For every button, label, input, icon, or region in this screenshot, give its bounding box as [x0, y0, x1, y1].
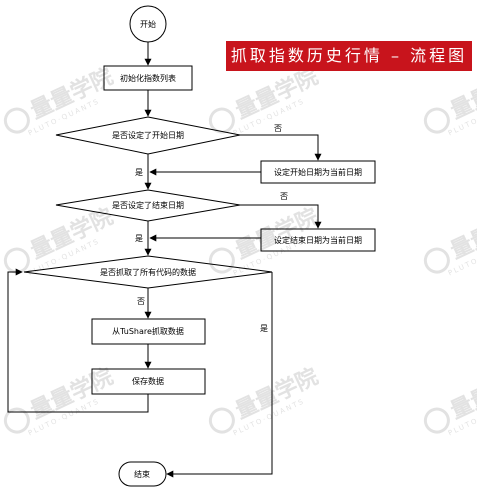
- end-label: 结束: [134, 469, 150, 479]
- save-label: 保存数据: [132, 376, 164, 386]
- end-node: [118, 461, 167, 487]
- connector: [240, 204, 322, 229]
- set-end-box: [260, 228, 376, 252]
- yes-label-1: 是: [135, 168, 143, 177]
- yes-label-2: 是: [135, 234, 143, 243]
- connector: [240, 134, 322, 161]
- set-start-label: 设定开始日期为当前日期: [274, 167, 362, 177]
- set-end-label: 设定结束日期为当前日期: [274, 235, 362, 245]
- decision-start-label: 是否设定了开始日期: [112, 130, 184, 140]
- no-label-1: 否: [274, 124, 282, 133]
- decision-end-label: 是否设定了结束日期: [112, 200, 184, 210]
- no-label-3: 否: [137, 297, 145, 306]
- loop-connector: [7, 268, 149, 413]
- fetch-label: 从TuShare抓取数据: [112, 326, 184, 336]
- start-label: 开始: [140, 19, 156, 29]
- no-label-2: 否: [280, 192, 288, 201]
- title-banner: 抓取指数历史行情 – 流程图: [226, 41, 472, 71]
- yes-label-3: 是: [260, 324, 268, 333]
- init-label: 初始化指数列表: [120, 73, 176, 83]
- connector: [166, 272, 273, 478]
- decision-all-label: 是否抓取了所有代码的数据: [100, 267, 196, 277]
